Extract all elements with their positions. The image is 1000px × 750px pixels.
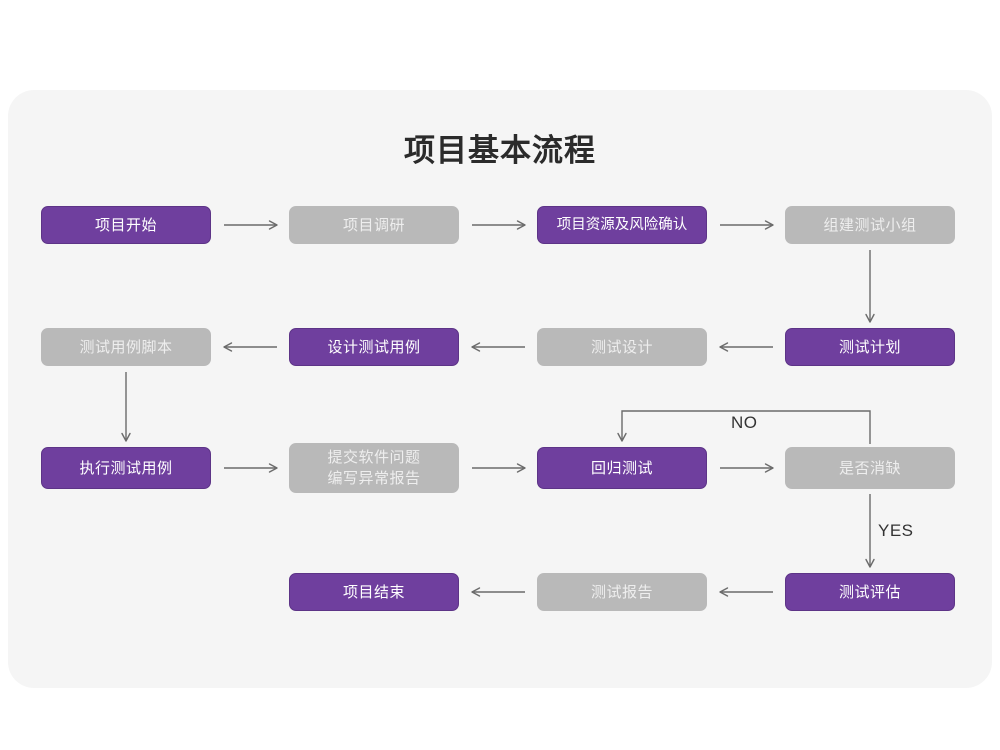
edge-label-no: NO	[731, 413, 758, 432]
node-design-test-case[interactable]: 设计测试用例	[289, 328, 459, 366]
node-regression-test[interactable]: 回归测试	[537, 447, 707, 489]
node-defect-cleared[interactable]: 是否消缺	[785, 447, 955, 489]
page-title: 项目基本流程	[404, 133, 596, 168]
node-test-case-script[interactable]: 测试用例脚本	[41, 328, 211, 366]
node-project-research[interactable]: 项目调研	[289, 206, 459, 244]
node-execute-test-case[interactable]: 执行测试用例	[41, 447, 211, 489]
node-test-plan[interactable]: 测试计划	[785, 328, 955, 366]
node-test-design[interactable]: 测试设计	[537, 328, 707, 366]
node-project-start[interactable]: 项目开始	[41, 206, 211, 244]
edge-label-yes: YES	[878, 521, 914, 540]
node-resource-risk-confirm[interactable]: 项目资源及风险确认	[537, 206, 707, 244]
node-test-evaluation[interactable]: 测试评估	[785, 573, 955, 611]
node-test-report[interactable]: 测试报告	[537, 573, 707, 611]
node-build-test-team[interactable]: 组建测试小组	[785, 206, 955, 244]
node-submit-issue-report[interactable]: 提交软件问题 编写异常报告	[289, 443, 459, 493]
node-project-end[interactable]: 项目结束	[289, 573, 459, 611]
